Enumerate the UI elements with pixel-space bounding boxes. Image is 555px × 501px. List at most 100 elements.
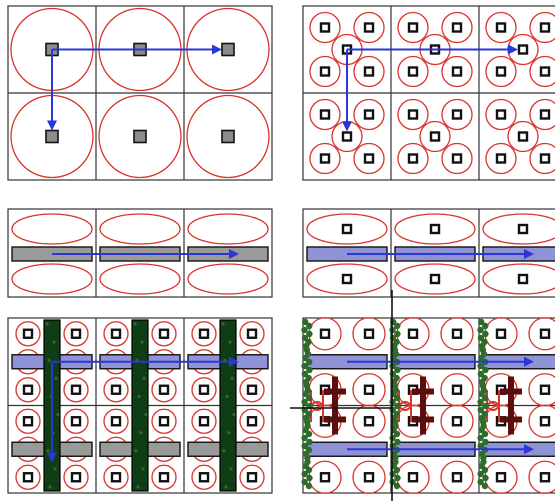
- green-blob: [306, 322, 313, 330]
- grid-border: [302, 208, 555, 298]
- green-blob: [477, 470, 484, 478]
- small-black-square: [158, 384, 170, 395]
- small-red-circle: [397, 98, 429, 131]
- small-red-circle: [309, 11, 341, 44]
- green-speckle: [139, 431, 143, 435]
- green-speckle: [140, 340, 144, 344]
- small-black-square: [341, 131, 353, 142]
- green-speckle: [53, 467, 57, 471]
- panel-e: [7, 317, 273, 494]
- small-red-circle: [529, 98, 555, 131]
- red-cross-horizontal: [500, 388, 522, 395]
- green-blob: [477, 370, 485, 378]
- green-blob: [393, 430, 401, 438]
- small-red-circle: [239, 464, 265, 490]
- small-black-square: [341, 273, 353, 285]
- panel-b: [302, 5, 555, 181]
- green-blob: [394, 438, 401, 446]
- red-ellipse: [482, 213, 555, 245]
- green-speckle: [222, 449, 226, 453]
- small-black-square: [246, 416, 258, 427]
- small-black-square: [407, 153, 419, 164]
- green-speckle: [48, 485, 52, 489]
- green-blob: [306, 438, 313, 446]
- small-black-square: [70, 472, 82, 483]
- small-black-square: [495, 66, 507, 77]
- green-speckle: [225, 394, 229, 399]
- small-red-circle: [151, 408, 177, 434]
- small-black-square: [246, 328, 258, 339]
- small-red-circle: [191, 377, 217, 403]
- green-blob: [302, 318, 309, 326]
- small-red-circle: [353, 98, 385, 131]
- red-ellipse: [394, 263, 476, 295]
- small-black-square: [341, 223, 353, 235]
- red-cross-horizontal: [324, 416, 346, 423]
- small-black-square: [429, 223, 441, 235]
- small-black-square: [495, 472, 507, 483]
- small-red-circle: [529, 55, 555, 88]
- panel-d: [302, 208, 555, 298]
- large-red-circle: [186, 94, 270, 179]
- small-black-square: [451, 66, 463, 77]
- small-red-circle: [15, 464, 41, 490]
- small-red-circle: [309, 55, 341, 88]
- small-red-circle: [485, 55, 517, 88]
- small-black-square: [495, 22, 507, 33]
- small-black-square: [539, 153, 551, 164]
- red-circle: [440, 317, 474, 351]
- small-red-circle: [151, 464, 177, 490]
- red-circle: [352, 404, 386, 438]
- green-blob: [481, 466, 489, 474]
- panel-a: [7, 5, 273, 181]
- small-black-square: [495, 109, 507, 120]
- green-speckle: [45, 322, 49, 326]
- green-blob: [481, 430, 489, 438]
- small-red-circle: [397, 55, 429, 88]
- small-red-circle: [151, 321, 177, 347]
- red-ellipse: [306, 213, 388, 245]
- gray-square: [45, 129, 59, 144]
- green-blob: [305, 482, 313, 490]
- red-circle: [528, 404, 555, 438]
- small-black-square: [158, 328, 170, 339]
- small-black-square: [22, 416, 34, 427]
- green-blob: [305, 466, 313, 474]
- green-speckle: [133, 322, 137, 326]
- small-red-circle: [485, 98, 517, 131]
- red-circle: [352, 317, 386, 351]
- green-blob: [393, 466, 401, 474]
- green-blob: [482, 330, 489, 338]
- small-black-square: [158, 472, 170, 483]
- small-black-square: [517, 223, 529, 235]
- green-blob: [394, 402, 401, 410]
- small-black-square: [110, 384, 122, 395]
- small-black-square: [451, 22, 463, 33]
- small-black-square: [246, 472, 258, 483]
- green-speckle: [46, 449, 50, 453]
- small-red-circle: [191, 321, 217, 347]
- small-black-square: [363, 153, 375, 164]
- red-circle: [528, 317, 555, 351]
- small-black-square: [319, 328, 331, 339]
- small-black-square: [198, 384, 210, 395]
- small-red-circle: [529, 11, 555, 44]
- red-ellipse: [306, 263, 388, 295]
- green-blob: [482, 438, 489, 446]
- small-red-circle: [63, 377, 89, 403]
- small-black-square: [110, 416, 122, 427]
- green-blob: [481, 394, 489, 402]
- red-cross-horizontal: [324, 388, 346, 395]
- green-speckle: [232, 412, 236, 417]
- small-red-circle: [397, 11, 429, 44]
- small-black-square: [363, 66, 375, 77]
- green-blob: [477, 434, 484, 442]
- small-black-square: [539, 66, 551, 77]
- red-ellipse: [187, 263, 269, 295]
- small-red-circle: [63, 464, 89, 490]
- small-black-square: [363, 109, 375, 120]
- small-red-circle: [239, 321, 265, 347]
- green-blob: [301, 398, 308, 406]
- small-black-square: [517, 273, 529, 285]
- red-circle: [352, 460, 386, 494]
